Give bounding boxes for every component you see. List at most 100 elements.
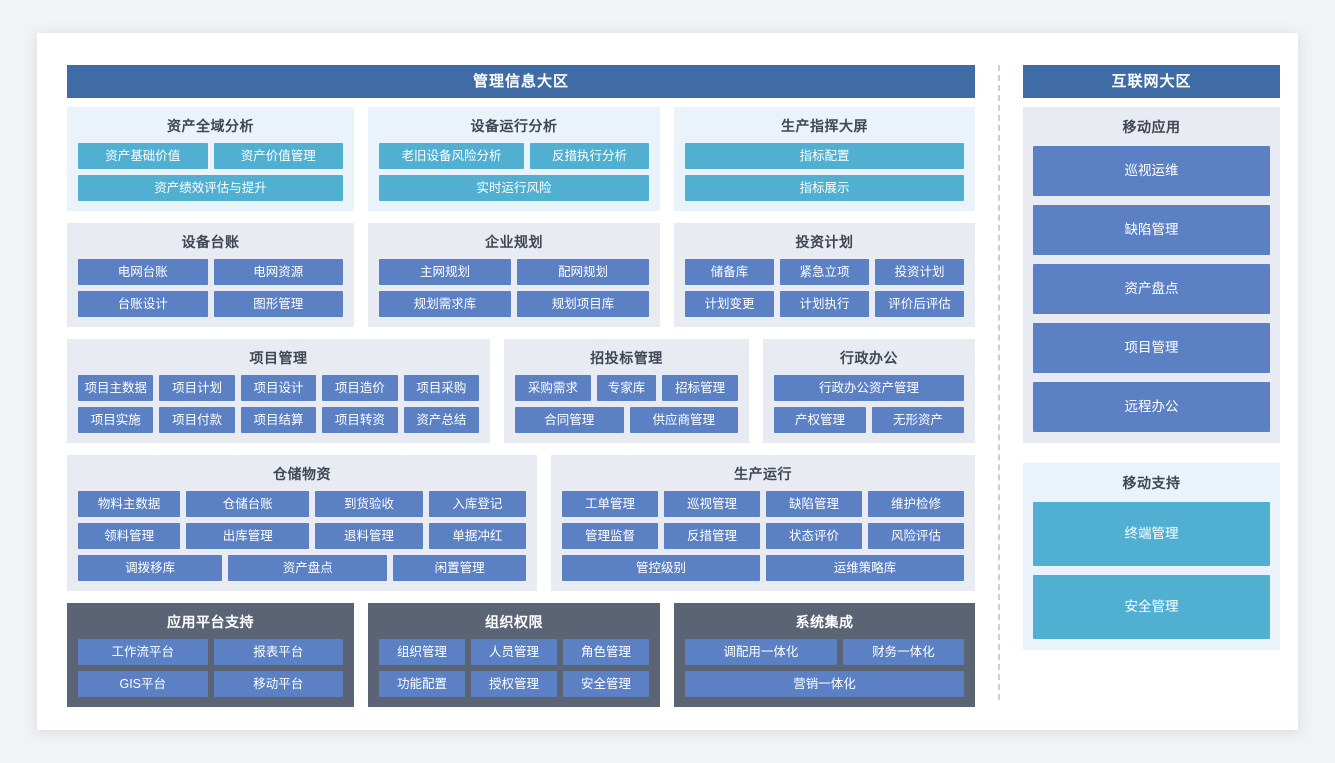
tile-emergency-project[interactable]: 紧急立项 bbox=[780, 259, 869, 285]
tile-personnel-management[interactable]: 人员管理 bbox=[471, 639, 557, 665]
tile-bid-management[interactable]: 招标管理 bbox=[662, 375, 738, 401]
tile-goods-acceptance[interactable]: 到货验收 bbox=[315, 491, 423, 517]
group-investment-plan: 投资计划 储备库 紧急立项 投资计划 计划变更 计划执行 评价后评估 bbox=[674, 223, 975, 327]
tile-row: 指标配置 bbox=[685, 143, 964, 169]
tile-status-evaluation[interactable]: 状态评价 bbox=[766, 523, 862, 549]
tile-defect-mgmt[interactable]: 缺陷管理 bbox=[766, 491, 862, 517]
tile-role-management[interactable]: 角色管理 bbox=[563, 639, 649, 665]
tile-row: 项目实施 项目付款 项目结算 项目转资 资产总结 bbox=[78, 407, 480, 433]
tile-contract-management[interactable]: 合同管理 bbox=[515, 407, 624, 433]
tile-grid-ledger[interactable]: 电网台账 bbox=[78, 259, 208, 285]
tile-warehouse-ledger[interactable]: 仓储台账 bbox=[186, 491, 310, 517]
tile-org-management[interactable]: 组织管理 bbox=[379, 639, 465, 665]
group-equipment-ledger: 设备台账 电网台账 电网资源 台账设计 图形管理 bbox=[67, 223, 354, 327]
tile-indicator-display[interactable]: 指标展示 bbox=[685, 175, 964, 201]
tile-function-config[interactable]: 功能配置 bbox=[379, 671, 465, 697]
tile-intangible-assets[interactable]: 无形资产 bbox=[872, 407, 964, 433]
tile-procurement-demand[interactable]: 采购需求 bbox=[515, 375, 591, 401]
tile-property-rights[interactable]: 产权管理 bbox=[774, 407, 866, 433]
group-title: 移动支持 bbox=[1122, 475, 1181, 491]
tile-inbound-registration[interactable]: 入库登记 bbox=[428, 491, 526, 517]
tile-project-design[interactable]: 项目设计 bbox=[240, 375, 317, 401]
tile-outbound-management[interactable]: 出库管理 bbox=[186, 523, 310, 549]
tile-document-reversal[interactable]: 单据冲红 bbox=[428, 523, 526, 549]
tile-picking-management[interactable]: 领料管理 bbox=[78, 523, 181, 549]
tile-security-management[interactable]: 安全管理 bbox=[1033, 575, 1270, 639]
tile-project-cost[interactable]: 项目造价 bbox=[322, 375, 398, 401]
tile-old-equipment-risk[interactable]: 老旧设备风险分析 bbox=[379, 143, 525, 169]
tile-terminal-management[interactable]: 终端管理 bbox=[1033, 502, 1270, 566]
tile-transfer-relocation[interactable]: 调拨移库 bbox=[78, 555, 223, 581]
tile-risk-assessment[interactable]: 风险评估 bbox=[868, 523, 964, 549]
tile-indicator-config[interactable]: 指标配置 bbox=[685, 143, 964, 169]
group-system-integration: 系统集成 调配用一体化 财务一体化 营销一体化 bbox=[674, 603, 975, 707]
tile-mobile-platform[interactable]: 移动平台 bbox=[213, 671, 343, 697]
tile-finance-integration[interactable]: 财务一体化 bbox=[842, 639, 964, 665]
tile-row: 台账设计 图形管理 bbox=[78, 291, 343, 317]
tile-countermeasure-mgmt[interactable]: 反措管理 bbox=[664, 523, 760, 549]
tile-inspection-ops[interactable]: 巡视运维 bbox=[1033, 146, 1270, 196]
tile-reserve-lib[interactable]: 储备库 bbox=[685, 259, 774, 285]
tile-project-implementation[interactable]: 项目实施 bbox=[78, 407, 154, 433]
tile-asset-value-mgmt[interactable]: 资产价值管理 bbox=[213, 143, 343, 169]
group-row-5: 应用平台支持 工作流平台 报表平台 GIS平台 移动平台 组织权限 组织管理 人… bbox=[67, 603, 975, 707]
tile-asset-base-value[interactable]: 资产基础价值 bbox=[78, 143, 208, 169]
tile-asset-inventory[interactable]: 资产盘点 bbox=[228, 555, 388, 581]
tile-plan-execution[interactable]: 计划执行 bbox=[780, 291, 869, 317]
tile-dispatch-integration[interactable]: 调配用一体化 bbox=[685, 639, 837, 665]
tile-post-evaluation[interactable]: 评价后评估 bbox=[875, 291, 964, 317]
tile-return-management[interactable]: 退料管理 bbox=[315, 523, 423, 549]
tile-realtime-operation-risk[interactable]: 实时运行风险 bbox=[379, 175, 649, 201]
tile-authorization-mgmt[interactable]: 授权管理 bbox=[471, 671, 557, 697]
tile-ledger-design[interactable]: 台账设计 bbox=[78, 291, 208, 317]
tile-project-transfer[interactable]: 项目转资 bbox=[322, 407, 398, 433]
group-organization-permission: 组织权限 组织管理 人员管理 角色管理 功能配置 授权管理 安全管理 bbox=[368, 603, 660, 707]
tile-inspection-mgmt[interactable]: 巡视管理 bbox=[664, 491, 760, 517]
tile-plan-demand-lib[interactable]: 规划需求库 bbox=[379, 291, 511, 317]
tile-project-settlement[interactable]: 项目结算 bbox=[240, 407, 317, 433]
group-title: 设备运行分析 bbox=[470, 118, 558, 134]
group-title: 项目管理 bbox=[249, 350, 308, 366]
tile-plan-project-lib[interactable]: 规划项目库 bbox=[517, 291, 649, 317]
tile-gis-platform[interactable]: GIS平台 bbox=[78, 671, 208, 697]
tile-grid-resource[interactable]: 电网资源 bbox=[213, 259, 343, 285]
tile-defect-management[interactable]: 缺陷管理 bbox=[1033, 205, 1270, 255]
tile-main-grid-plan[interactable]: 主网规划 bbox=[379, 259, 511, 285]
tile-asset-performance[interactable]: 资产绩效评估与提升 bbox=[78, 175, 343, 201]
tile-management-supervision[interactable]: 管理监督 bbox=[562, 523, 658, 549]
tile-work-order-mgmt[interactable]: 工单管理 bbox=[562, 491, 658, 517]
tile-idle-management[interactable]: 闲置管理 bbox=[393, 555, 527, 581]
tile-ops-strategy-lib[interactable]: 运维策略库 bbox=[766, 555, 964, 581]
tile-asset-summary[interactable]: 资产总结 bbox=[403, 407, 480, 433]
group-title: 设备台账 bbox=[181, 234, 240, 250]
tile-admin-asset-mgmt[interactable]: 行政办公资产管理 bbox=[774, 375, 964, 401]
tile-remote-office[interactable]: 远程办公 bbox=[1033, 382, 1270, 432]
group-mobile-applications: 移动应用 巡视运维 缺陷管理 资产盘点 项目管理 远程办公 bbox=[1023, 107, 1280, 443]
tile-dist-grid-plan[interactable]: 配网规划 bbox=[517, 259, 649, 285]
tile-report-platform[interactable]: 报表平台 bbox=[213, 639, 343, 665]
tile-security-management[interactable]: 安全管理 bbox=[563, 671, 649, 697]
tile-supplier-management[interactable]: 供应商管理 bbox=[629, 407, 738, 433]
tile-project-payment[interactable]: 项目付款 bbox=[159, 407, 235, 433]
tile-asset-inventory[interactable]: 资产盘点 bbox=[1033, 264, 1270, 314]
tile-countermeasure-exec[interactable]: 反措执行分析 bbox=[530, 143, 649, 169]
tile-control-level[interactable]: 管控级别 bbox=[562, 555, 760, 581]
tile-plan-change[interactable]: 计划变更 bbox=[685, 291, 774, 317]
tile-marketing-integration[interactable]: 营销一体化 bbox=[685, 671, 964, 697]
group-title: 生产运行 bbox=[734, 466, 792, 482]
tile-maintenance-repair[interactable]: 维护检修 bbox=[868, 491, 964, 517]
tile-project-plan[interactable]: 项目计划 bbox=[159, 375, 235, 401]
tile-investment-plan[interactable]: 投资计划 bbox=[875, 259, 964, 285]
tile-row: 产权管理 无形资产 bbox=[774, 407, 964, 433]
tile-project-procurement[interactable]: 项目采购 bbox=[403, 375, 480, 401]
tile-row: 营销一体化 bbox=[685, 671, 964, 697]
tile-expert-library[interactable]: 专家库 bbox=[596, 375, 657, 401]
tile-graphic-mgmt[interactable]: 图形管理 bbox=[213, 291, 343, 317]
group-title: 投资计划 bbox=[795, 234, 854, 250]
tile-project-management[interactable]: 项目管理 bbox=[1033, 323, 1270, 373]
tile-row: 计划变更 计划执行 评价后评估 bbox=[685, 291, 964, 317]
group-row-1: 资产全域分析 资产基础价值 资产价值管理 资产绩效评估与提升 设备运行分析 老旧… bbox=[67, 107, 975, 211]
tile-material-master-data[interactable]: 物料主数据 bbox=[78, 491, 181, 517]
tile-workflow-platform[interactable]: 工作流平台 bbox=[78, 639, 208, 665]
tile-project-master-data[interactable]: 项目主数据 bbox=[78, 375, 154, 401]
